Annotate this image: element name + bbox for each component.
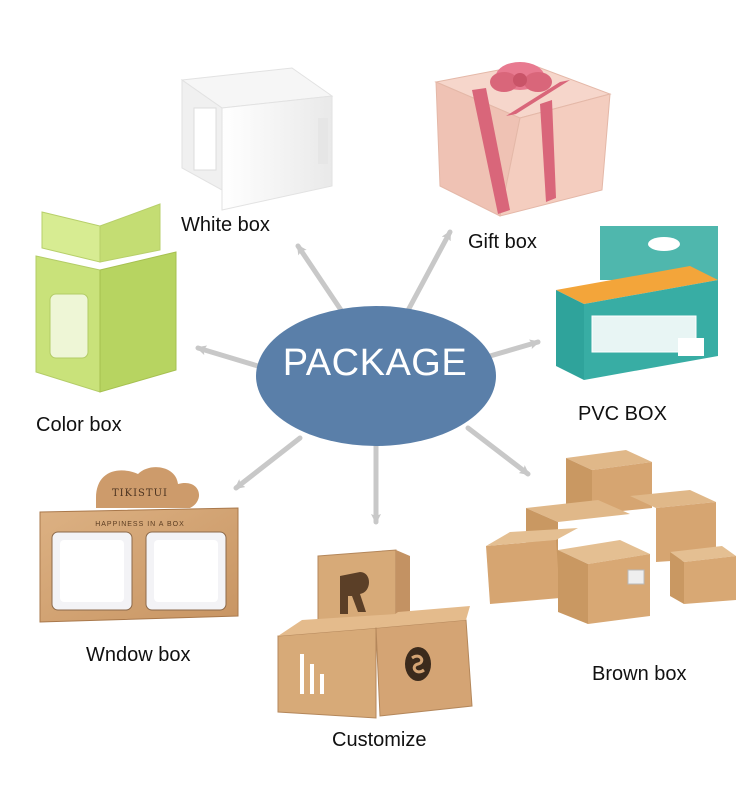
gift-box-image bbox=[434, 62, 612, 217]
label-white-box: White box bbox=[181, 214, 270, 236]
label-brown-box: Brown box bbox=[592, 663, 687, 685]
arrow-to-color-box bbox=[195, 345, 261, 369]
pvc-box-image bbox=[556, 226, 718, 380]
tagline-text: HAPPINESS IN A BOX bbox=[95, 521, 185, 528]
arrow-to-white-box bbox=[295, 243, 348, 319]
label-pvc-box: PVC BOX bbox=[578, 403, 667, 425]
center-title: PACKAGE bbox=[282, 342, 468, 384]
arrows bbox=[195, 229, 541, 525]
brown-box-image bbox=[486, 450, 736, 624]
center-ellipse bbox=[256, 306, 496, 446]
window-box-image: TIKISTUI HAPPINESS IN A BOX bbox=[39, 467, 239, 623]
label-window-box: Wndow box bbox=[86, 644, 191, 666]
customize-image bbox=[277, 549, 473, 719]
arrow-to-brown-box bbox=[465, 425, 531, 477]
color-box-image bbox=[35, 203, 177, 393]
brand-text: TIKISTUI bbox=[112, 488, 168, 499]
label-gift-box: Gift box bbox=[468, 231, 537, 253]
arrow-to-pvc-box bbox=[487, 339, 541, 359]
label-color-box: Color box bbox=[36, 414, 122, 436]
arrow-to-gift-box bbox=[402, 229, 453, 319]
arrow-to-window-box bbox=[233, 435, 303, 491]
white-box-image bbox=[180, 67, 334, 211]
label-customize: Customize bbox=[332, 729, 427, 751]
